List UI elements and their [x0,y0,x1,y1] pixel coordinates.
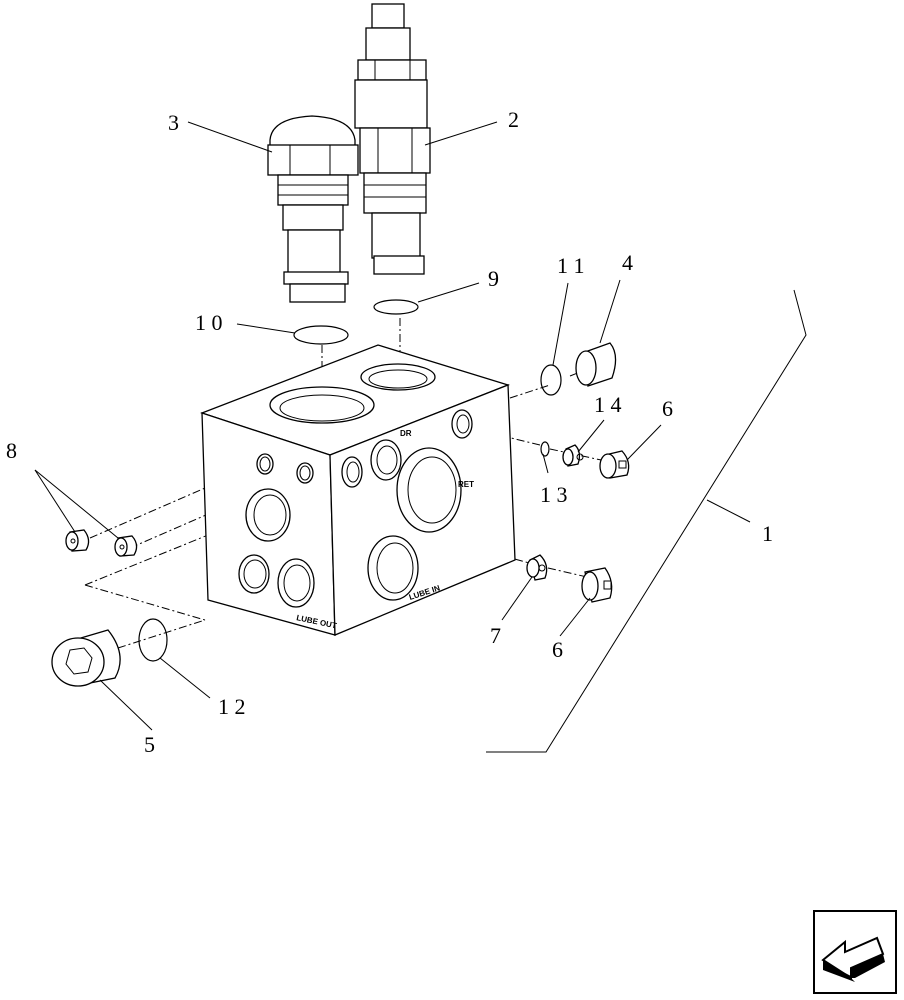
callouts: 3 2 9 1 0 1 1 4 1 4 6 1 3 8 1 7 6 1 2 5 [6,107,773,757]
callout-6-lower: 6 [552,637,563,662]
callout-4: 4 [622,250,633,275]
port-label-dr: DR [400,429,412,438]
callout-3: 3 [168,110,179,135]
back-arrow-button[interactable] [813,910,897,994]
o-ring-9 [373,299,419,315]
plug-6-upper [599,450,630,479]
plug-8a [65,529,90,552]
back-arrow-icon [821,936,885,982]
pressure-valve-cartridge [354,3,431,275]
callout-12: 1 2 [218,694,246,719]
port-label-ret: RET [458,480,474,489]
callout-2: 2 [508,107,519,132]
callout-8: 8 [6,438,17,463]
leader-lines [34,121,807,753]
manifold-block: DR RET LUBE IN LUBE OUT [200,344,516,636]
o-ring-13 [540,441,550,457]
o-ring-11 [540,364,562,396]
callout-7: 7 [490,623,501,648]
callout-5: 5 [144,732,155,757]
callout-6-upper: 6 [662,396,673,421]
plug-7 [526,554,548,581]
plug-5 [51,629,121,687]
plug-4 [575,342,617,387]
o-ring-12 [138,618,168,662]
relief-valve-cartridge [267,115,359,303]
o-ring-10 [293,325,349,345]
plug-14 [562,444,584,467]
callout-11: 1 1 [557,253,585,278]
plug-6-lower [581,567,613,603]
plug-8b [114,535,138,557]
callout-14: 1 4 [594,392,622,417]
callout-10: 1 0 [195,310,223,335]
callout-9: 9 [488,266,499,291]
callout-1: 1 [762,521,773,546]
callout-13: 1 3 [540,482,568,507]
